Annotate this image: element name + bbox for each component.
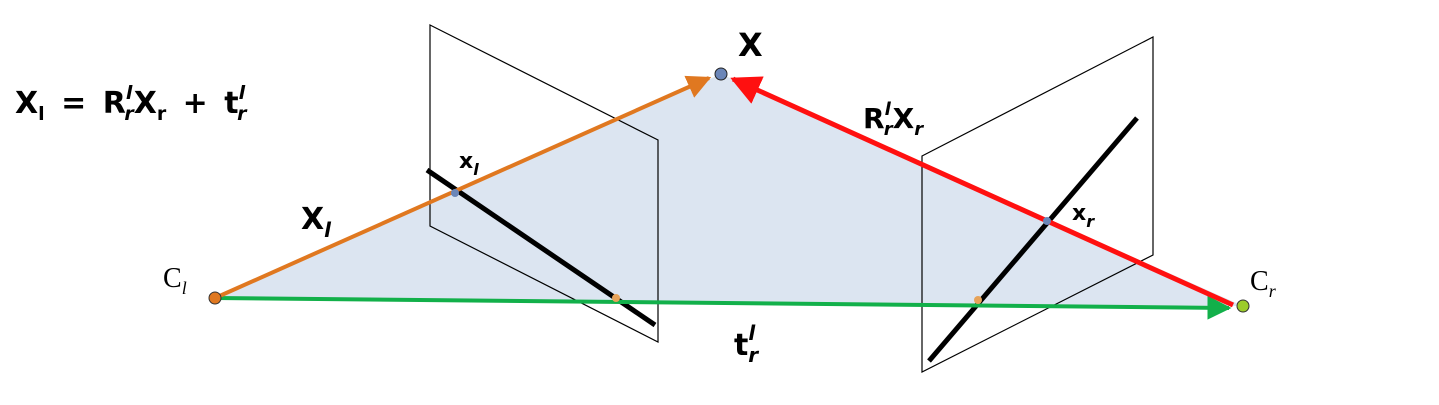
left-camera-center-dot	[208, 291, 222, 305]
equation-x: X	[134, 86, 157, 121]
right-vector-arrow	[730, 76, 1235, 308]
epipole-right-dot	[974, 296, 982, 304]
right-camera-center-dot	[1236, 299, 1250, 313]
equation-lhs-sub: l	[38, 103, 45, 125]
equation-x-sub: r	[157, 103, 167, 125]
right-image-point-dot	[1043, 217, 1051, 225]
translation-sup: l	[748, 321, 756, 345]
rotated-vector-x: X	[893, 102, 915, 135]
left-vector-sub: l	[324, 218, 332, 242]
right-center-label: Cr	[1250, 266, 1277, 301]
right-image-point-letter: x	[1072, 201, 1086, 226]
left-vector-letter: X	[301, 202, 324, 237]
equation-equals: =	[61, 86, 86, 121]
left-image-point-sub: l	[473, 160, 479, 179]
rotated-vector-r-sub: r	[884, 119, 894, 140]
world-point-dot	[714, 67, 728, 81]
equation-plus: +	[183, 86, 208, 121]
translation-sub: r	[748, 343, 759, 367]
equation-r-sup: l	[126, 82, 133, 104]
equation-r-sub: r	[124, 103, 135, 125]
equation-lhs: X	[15, 86, 38, 121]
equation-r: R	[103, 86, 126, 121]
left-center-letter: C	[163, 263, 182, 294]
equation-t-sup: l	[239, 82, 246, 104]
left-center-sub: l	[182, 278, 187, 298]
left-vector-arrow	[214, 75, 712, 300]
right-image-point-sub: r	[1086, 212, 1095, 231]
rotated-vector-r: R	[863, 102, 885, 135]
left-image-point-dot	[451, 189, 459, 197]
right-image-point-label: xr	[1072, 201, 1095, 231]
baseline-arrow	[214, 295, 1232, 320]
translation-letter: t	[734, 328, 748, 363]
right-epipolar-line	[927, 116, 1139, 363]
right-center-sub: r	[1269, 281, 1277, 301]
epipole-left-dot	[612, 294, 620, 302]
equation-t-sub: r	[237, 103, 248, 125]
left-vector-label: Xl	[301, 202, 332, 242]
epipolar-plane	[215, 74, 1243, 306]
rotated-vector-x-sub: r	[914, 119, 924, 140]
left-center-label: Cl	[163, 263, 187, 298]
rotated-vector-r-sup: l	[885, 99, 892, 120]
right-center-letter: C	[1250, 266, 1269, 297]
equation-t: t	[224, 86, 238, 121]
left-image-point-label: xl	[459, 149, 479, 179]
left-image-point-letter: x	[459, 149, 473, 174]
world-point-label: X	[738, 26, 763, 64]
left-image-plane	[429, 24, 659, 343]
right-image-plane	[921, 36, 1154, 373]
